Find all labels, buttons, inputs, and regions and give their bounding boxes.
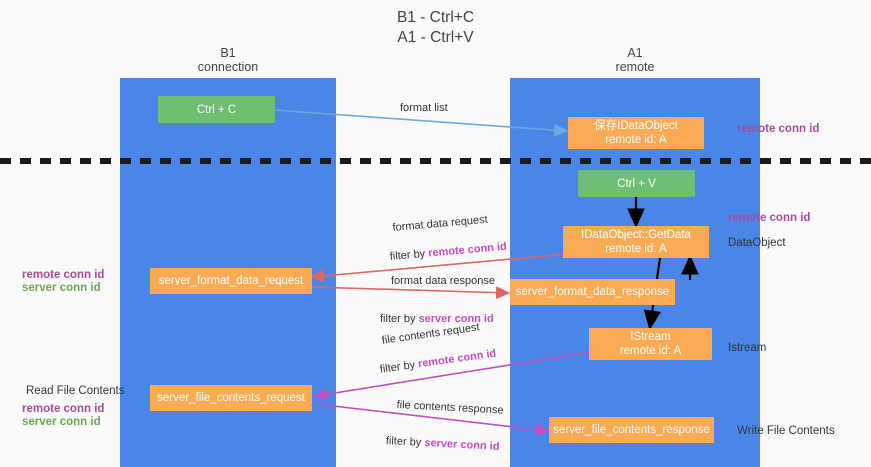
diagram-title: B1 - Ctrl+C A1 - Ctrl+V	[396, 9, 475, 46]
lane-title-b1: B1 connection	[197, 46, 259, 74]
node-ctrl-c[interactable]: Ctrl + C	[158, 96, 275, 123]
annotation-left-read-file-contents: Read File Contents	[26, 385, 125, 397]
annotation-right-dataobject: DataObject	[728, 237, 786, 249]
filter-key-server-conn-id: server conn id	[418, 313, 494, 325]
annotation-left-remote-conn-id-bot: remote conn id	[22, 403, 105, 415]
annotation-right-remote-conn-id-mid: remote conn id	[728, 212, 811, 224]
filter-prefix: filter by	[389, 247, 429, 263]
node-server-file-contents-response[interactable]: server_file_contents_response	[549, 417, 714, 443]
annotation-right-remote-conn-id-top: remote conn id	[737, 123, 820, 135]
annotation-right-write-file-contents: Write File Contents	[737, 425, 835, 437]
filter-prefix: filter by	[380, 313, 419, 325]
node-ctrl-v[interactable]: Ctrl + V	[578, 170, 695, 197]
filter-prefix: filter by	[379, 358, 419, 376]
edge-label-format-data-response: format data response	[391, 275, 495, 287]
section-divider	[0, 158, 871, 164]
lane-title-a1: A1 remote	[615, 46, 655, 74]
node-save-idataobject[interactable]: 保存IDataObject remote id: A	[568, 117, 704, 149]
filter-prefix: filter by	[385, 434, 425, 449]
node-server-format-data-response[interactable]: server_format_data_response	[510, 279, 675, 305]
node-server-file-contents-request[interactable]: server_file_contents_request	[150, 385, 312, 411]
node-idataobject-getdata[interactable]: IDataObject::GetData remote id: A	[563, 226, 709, 258]
node-istream[interactable]: IStream remote id: A	[589, 328, 712, 360]
annotation-left-server-conn-id-mid: server conn id	[22, 282, 101, 294]
annotation-left-remote-conn-id-mid: remote conn id	[22, 269, 105, 281]
edge-label-format-data-response-filter: filter by server conn id	[380, 298, 494, 326]
node-server-format-data-request[interactable]: server_format_data_request	[150, 268, 312, 294]
filter-key-server-conn-id: server conn id	[424, 436, 500, 453]
annotation-right-istream: Istream	[728, 342, 767, 354]
edge-label-file-contents-response-filter: filter by server conn id	[386, 420, 501, 454]
filter-key-remote-conn-id: remote conn id	[427, 240, 508, 260]
filter-key-remote-conn-id: remote conn id	[417, 347, 497, 371]
edge-label-file-contents-response: file contents response	[396, 398, 504, 417]
edge-label-format-list: format list	[400, 102, 448, 114]
annotation-left-server-conn-id-bot: server conn id	[22, 416, 101, 428]
